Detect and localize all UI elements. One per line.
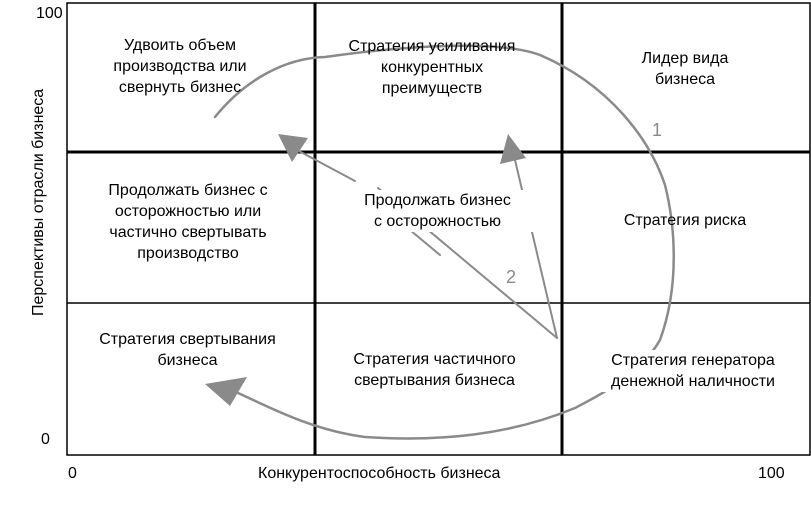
cell-bottom-middle-text: Стратегия частичного свертывания бизнеса: [353, 351, 516, 389]
y-axis-title: Перспективы отрасли бизнеса: [30, 88, 47, 316]
x-axis-title: Конкурентоспособность бизнеса: [258, 465, 501, 482]
path-2-arrowhead-top-middle: [500, 134, 526, 164]
cell-top-middle-text: Стратегия усиливания конкурентных преиму…: [348, 38, 516, 97]
y-axis-max-label: 100: [36, 5, 63, 22]
path-1-label: 1: [652, 120, 663, 140]
cell-middle-left-text: Продолжать бизнес с осторожностью или ча…: [108, 182, 268, 262]
cell-middle-center-text: Продолжать бизнес с осторожностью: [335, 190, 540, 232]
cell-middle-right-text: Стратегия риска: [623, 212, 747, 229]
path-1-curve: [213, 44, 675, 440]
x-axis-max-label: 100: [758, 465, 785, 482]
matrix-grid: [66, 2, 811, 456]
y-axis-min-label: 0: [41, 431, 50, 448]
path-2-arrows: [296, 149, 558, 339]
cell-top-right-text: Лидер вида бизнеса: [641, 50, 729, 88]
cell-bottom-left-text: Стратегия свертывания бизнеса: [99, 331, 276, 369]
cell-bottom-right-text: Стратегия генератора денежной наличности: [583, 350, 803, 392]
path-1-arrowhead: [205, 377, 247, 406]
path-2-label: 2: [506, 267, 517, 287]
path-2-line-to-top-left: [296, 149, 356, 182]
cell-top-left-text: Удвоить объем производства или свернуть …: [113, 37, 247, 96]
path-1-loop-arrow: [213, 44, 675, 440]
x-axis-min-label: 0: [68, 465, 77, 482]
matrix-frame: [66, 2, 811, 456]
path-2-arrowhead-top-left: [278, 134, 308, 162]
path-2-line-to-top-middle: [514, 159, 558, 339]
